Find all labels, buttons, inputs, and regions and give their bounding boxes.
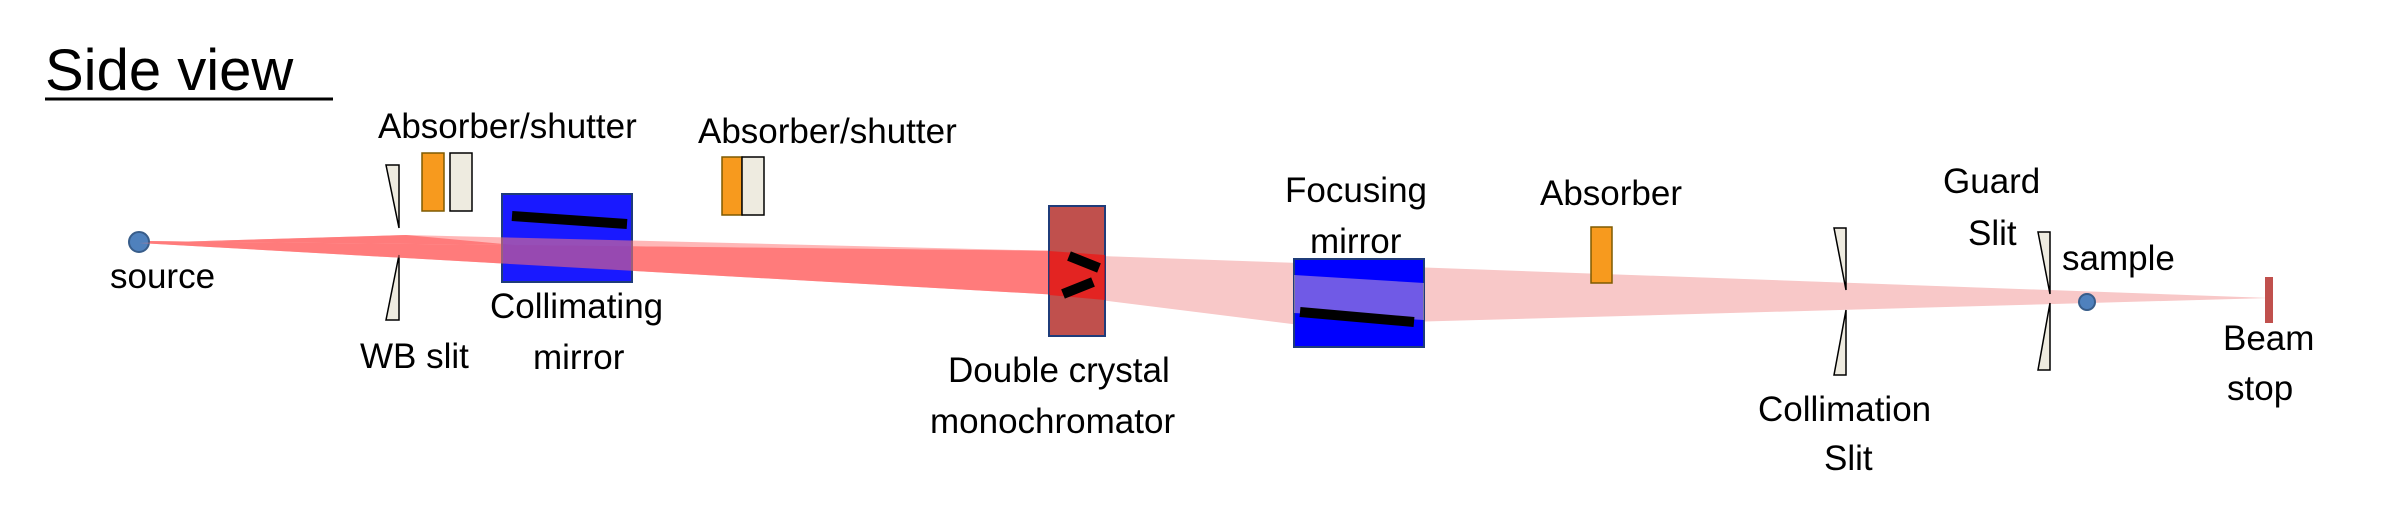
focusing-mirror-label-1: Focusing xyxy=(1285,171,1427,210)
collimation-slit-upper-blade xyxy=(1833,227,1847,291)
guard-slit-label-1: Guard xyxy=(1943,162,2040,201)
beam-stop-label-2: stop xyxy=(2227,369,2293,408)
absorber-1 xyxy=(421,152,445,212)
beam-stop-label-1: Beam xyxy=(2223,319,2314,358)
absorber-3 xyxy=(1590,226,1613,284)
wb-slit-upper-blade xyxy=(385,164,400,229)
collimation-slit-lower-blade xyxy=(1833,309,1847,376)
collimating-mirror-label-1: Collimating xyxy=(490,287,663,326)
sample-label: sample xyxy=(2062,239,2175,278)
collimation-slit-label-1: Collimation xyxy=(1758,390,1931,429)
collimating-mirror-surface xyxy=(511,211,628,229)
absorber-shutter-1-label: Absorber/shutter xyxy=(378,107,637,146)
diagram-title: Side view xyxy=(45,38,294,103)
focusing-mirror-beam-overlay xyxy=(1294,275,1424,320)
sample-point xyxy=(2078,293,2096,311)
monochromator-label-1: Double crystal xyxy=(948,351,1170,390)
source-point xyxy=(128,231,150,253)
absorber-2 xyxy=(721,156,743,216)
guard-slit-upper-blade xyxy=(2037,231,2051,295)
absorber-shutter-2-label: Absorber/shutter xyxy=(698,112,957,151)
guard-slit-lower-blade xyxy=(2037,302,2051,371)
beam-stop xyxy=(2265,277,2273,323)
monochromator-label-2: monochromator xyxy=(930,402,1175,441)
shutter-2 xyxy=(741,156,765,216)
wb-slit-label: WB slit xyxy=(360,337,469,376)
focusing-mirror-box xyxy=(1293,258,1425,348)
wb-slit-lower-blade xyxy=(385,254,400,321)
focusing-mirror-surface xyxy=(1299,307,1415,327)
source-label: source xyxy=(110,257,215,296)
absorber-label: Absorber xyxy=(1540,174,1682,213)
collimating-mirror-label-2: mirror xyxy=(533,338,625,377)
guard-slit-label-2: Slit xyxy=(1968,214,2017,253)
focusing-mirror-label-2: mirror xyxy=(1310,222,1402,261)
shutter-1 xyxy=(449,152,473,212)
white-beam-overlay xyxy=(139,235,1060,295)
collimation-slit-label-2: Slit xyxy=(1824,439,1873,478)
monochromator-crystal-2 xyxy=(1061,277,1095,299)
monochromator-crystal-1 xyxy=(1067,251,1101,273)
